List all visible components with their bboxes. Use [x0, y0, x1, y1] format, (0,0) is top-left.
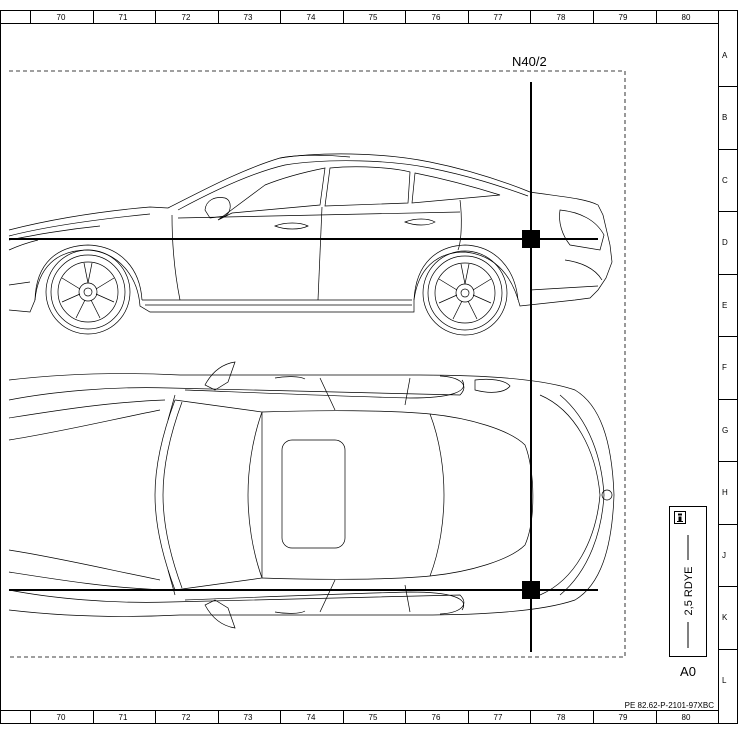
- row-label-h: H: [722, 488, 728, 497]
- wiring-lines: [9, 82, 598, 652]
- column-label-72: 72: [182, 13, 191, 22]
- column-label-80: 80: [682, 713, 691, 722]
- column-label-72: 72: [182, 713, 191, 722]
- row-label-c: C: [722, 176, 728, 185]
- bottom-ruler-labels: 70 71 72 73 74 75 76 77 78 79 80: [57, 713, 691, 722]
- column-label-78: 78: [557, 13, 566, 22]
- row-label-k: K: [722, 613, 728, 622]
- column-label-80: 80: [682, 13, 691, 22]
- row-label-f: F: [722, 363, 727, 372]
- column-label-77: 77: [494, 713, 503, 722]
- column-label-77: 77: [494, 13, 503, 22]
- column-label-70: 70: [57, 13, 66, 22]
- component-marker-top-view[interactable]: [522, 581, 540, 599]
- info-icon[interactable]: [674, 511, 686, 524]
- legend-frame: [669, 506, 707, 657]
- column-label-79: 79: [619, 13, 628, 22]
- column-label-73: 73: [244, 713, 253, 722]
- bottom-ruler-ticks: [30, 710, 657, 723]
- column-label-73: 73: [244, 13, 253, 22]
- column-label-75: 75: [369, 13, 378, 22]
- column-label-78: 78: [557, 713, 566, 722]
- column-label-76: 76: [432, 13, 441, 22]
- column-label-74: 74: [307, 713, 316, 722]
- right-ruler-labels: A B C D E F G H J K L: [722, 51, 728, 685]
- top-ruler-ticks: [30, 10, 657, 24]
- connector-code: A0: [680, 664, 696, 679]
- row-label-a: A: [722, 51, 728, 60]
- car-top-view: [8, 361, 615, 629]
- column-label-75: 75: [369, 713, 378, 722]
- row-label-j: J: [722, 551, 726, 560]
- column-label-79: 79: [619, 713, 628, 722]
- column-label-71: 71: [119, 13, 128, 22]
- car-side-view: [8, 153, 613, 336]
- reference-code: PE 82.62-P-2101-97XBC: [625, 701, 715, 710]
- component-label: N40/2: [512, 54, 547, 69]
- wire-legend: 2,5 RDYE A0: [669, 506, 707, 679]
- right-ruler-ticks: [718, 86, 738, 650]
- column-label-71: 71: [119, 713, 128, 722]
- wire-label: 2,5 RDYE: [683, 567, 695, 616]
- top-ruler-labels: 70 71 72 73 74 75 76 77 78 79 80: [57, 13, 691, 22]
- column-label-70: 70: [57, 713, 66, 722]
- column-label-74: 74: [307, 13, 316, 22]
- row-label-d: D: [722, 238, 728, 247]
- row-label-e: E: [722, 301, 727, 310]
- row-label-l: L: [722, 676, 727, 685]
- vehicle-boundary-dashed: [9, 70, 626, 658]
- sheet-border: [0, 10, 738, 724]
- row-label-g: G: [722, 426, 728, 435]
- component-marker-side-view[interactable]: [522, 230, 540, 248]
- column-label-76: 76: [432, 713, 441, 722]
- row-label-b: B: [722, 113, 727, 122]
